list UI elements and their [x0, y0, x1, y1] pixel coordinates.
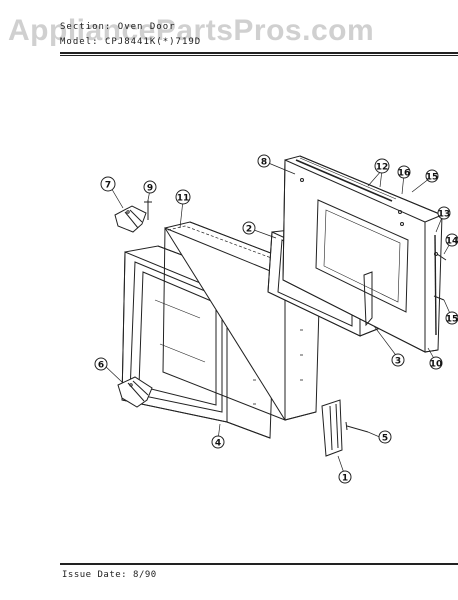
svg-text:7: 7 [105, 181, 111, 191]
callout-6: 6 [94, 357, 108, 371]
svg-text:9: 9 [147, 184, 153, 194]
issue-label: Issue Date: [62, 570, 128, 580]
issue-value: 8/90 [133, 570, 157, 580]
svg-text:16: 16 [398, 169, 411, 179]
callout-4: 4 [211, 435, 225, 449]
model-line: Model: CPJ8441K(*)719D [60, 37, 201, 47]
svg-text:14: 14 [446, 237, 458, 247]
svg-text:3: 3 [395, 357, 401, 367]
callout-16: 16 [397, 165, 411, 179]
callout-1: 1 [338, 470, 352, 484]
upper-hinge [114, 205, 147, 233]
screw-9 [144, 200, 152, 220]
callout-10: 10 [429, 356, 443, 370]
callout-7: 7 [100, 176, 116, 192]
callout-15-bottom: 15 [445, 311, 458, 325]
model-value: CPJ8441K(*)719D [104, 37, 202, 47]
callout-2: 2 [242, 221, 256, 235]
svg-text:1: 1 [342, 474, 348, 484]
section-label: Section: [60, 22, 112, 32]
hinge-receptacle [321, 399, 343, 457]
callout-3: 3 [391, 353, 405, 367]
svg-text:13: 13 [438, 210, 451, 220]
callout-11: 11 [175, 189, 191, 205]
door-gasket [363, 271, 373, 327]
svg-text:12: 12 [376, 163, 389, 173]
issue-date: Issue Date: 8/90 [62, 570, 157, 580]
svg-text:4: 4 [215, 439, 221, 449]
header-rule [60, 52, 458, 54]
callout-14: 14 [445, 233, 458, 247]
model-label: Model: [60, 37, 99, 47]
callout-13: 13 [437, 206, 451, 220]
door-back-panel [282, 155, 443, 353]
svg-text:5: 5 [382, 434, 388, 444]
callout-9: 9 [143, 180, 157, 194]
section-value: Oven Door [117, 22, 176, 32]
svg-text:2: 2 [246, 225, 252, 235]
callout-8: 8 [257, 154, 271, 168]
svg-text:15: 15 [426, 173, 439, 183]
callout-5: 5 [378, 430, 392, 444]
svg-text:11: 11 [177, 194, 190, 204]
header-rule-thin [60, 55, 458, 56]
screw-15b [433, 295, 445, 301]
svg-text:10: 10 [430, 360, 443, 370]
lower-hinge [117, 376, 153, 408]
screw-5 [345, 421, 369, 433]
svg-text:15: 15 [446, 315, 458, 325]
svg-text:6: 6 [98, 361, 104, 371]
section-line: Section: Oven Door [60, 22, 176, 32]
screw-14 [434, 252, 447, 261]
callout-12: 12 [374, 158, 390, 174]
footer-rule [60, 563, 458, 565]
svg-text:8: 8 [261, 158, 267, 168]
watermark-logo: AppliancePartsPros.com [8, 14, 375, 47]
callout-15-top: 15 [425, 169, 439, 183]
